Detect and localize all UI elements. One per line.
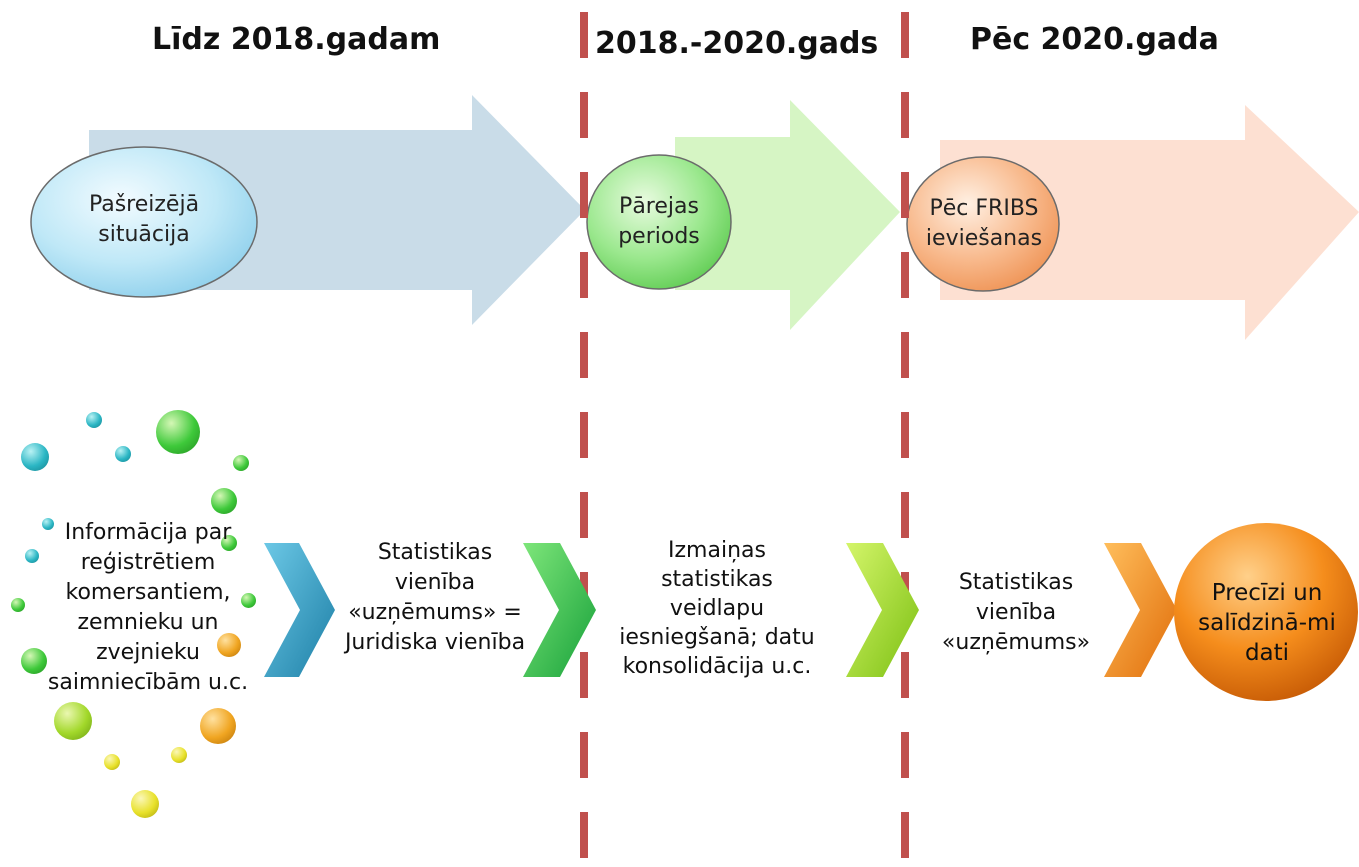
bubble-icon: [54, 702, 92, 740]
bubble-icon: [200, 708, 236, 744]
unit1-text: Statistikas vienība «uzņēmums» = Juridis…: [344, 540, 526, 655]
bubble-icon: [211, 488, 237, 514]
bubble-icon: [11, 598, 25, 612]
oval-after: [906, 156, 1060, 292]
chevron-green: [523, 543, 596, 677]
heading-period-2: 2018.-2020.gads: [595, 26, 879, 61]
bubble-icon: [131, 790, 159, 818]
oval-current-label: Pašreizējā situācija: [88, 192, 200, 247]
bubble-icon: [86, 412, 102, 428]
unit2-text: Statistikas vienība «uzņēmums»: [941, 570, 1091, 655]
heading-period-1: Līdz 2018.gadam: [152, 22, 441, 57]
bubble-icon: [25, 549, 39, 563]
bubble-icon: [42, 518, 54, 530]
bubble-icon: [21, 443, 49, 471]
bubble-icon: [115, 446, 131, 462]
bubble-icon: [156, 410, 200, 454]
timeline-arrow-3: [940, 105, 1359, 340]
bubble-icon: [21, 648, 47, 674]
oval-current: [30, 146, 258, 298]
chevron-blue: [264, 543, 335, 677]
bubble-icon: [104, 754, 120, 770]
oval-after-label: Pēc FRIBS ieviešanas: [925, 196, 1043, 251]
chevron-lime: [846, 543, 919, 677]
timeline-arrow-2: [675, 100, 900, 330]
bubble-icon: [217, 633, 241, 657]
bubble-icon: [171, 747, 187, 763]
heading-period-3: Pēc 2020.gada: [970, 22, 1219, 57]
bubble-icon: [241, 593, 256, 608]
result-text: Precīzi un salīdzinā-mi dati: [1198, 580, 1336, 666]
chevron-orange: [1104, 543, 1177, 677]
oval-transition-label: Pārejas periods: [618, 194, 700, 249]
result-circle: [1174, 523, 1358, 701]
bubble-icon: [221, 535, 237, 551]
oval-transition: [586, 154, 732, 290]
info-text: Informācija par reģistrētiem komersantie…: [47, 520, 249, 695]
changes-text: Izmaiņas statistikas veidlapu iesniegšan…: [619, 538, 815, 679]
bubble-icon: [233, 455, 249, 471]
